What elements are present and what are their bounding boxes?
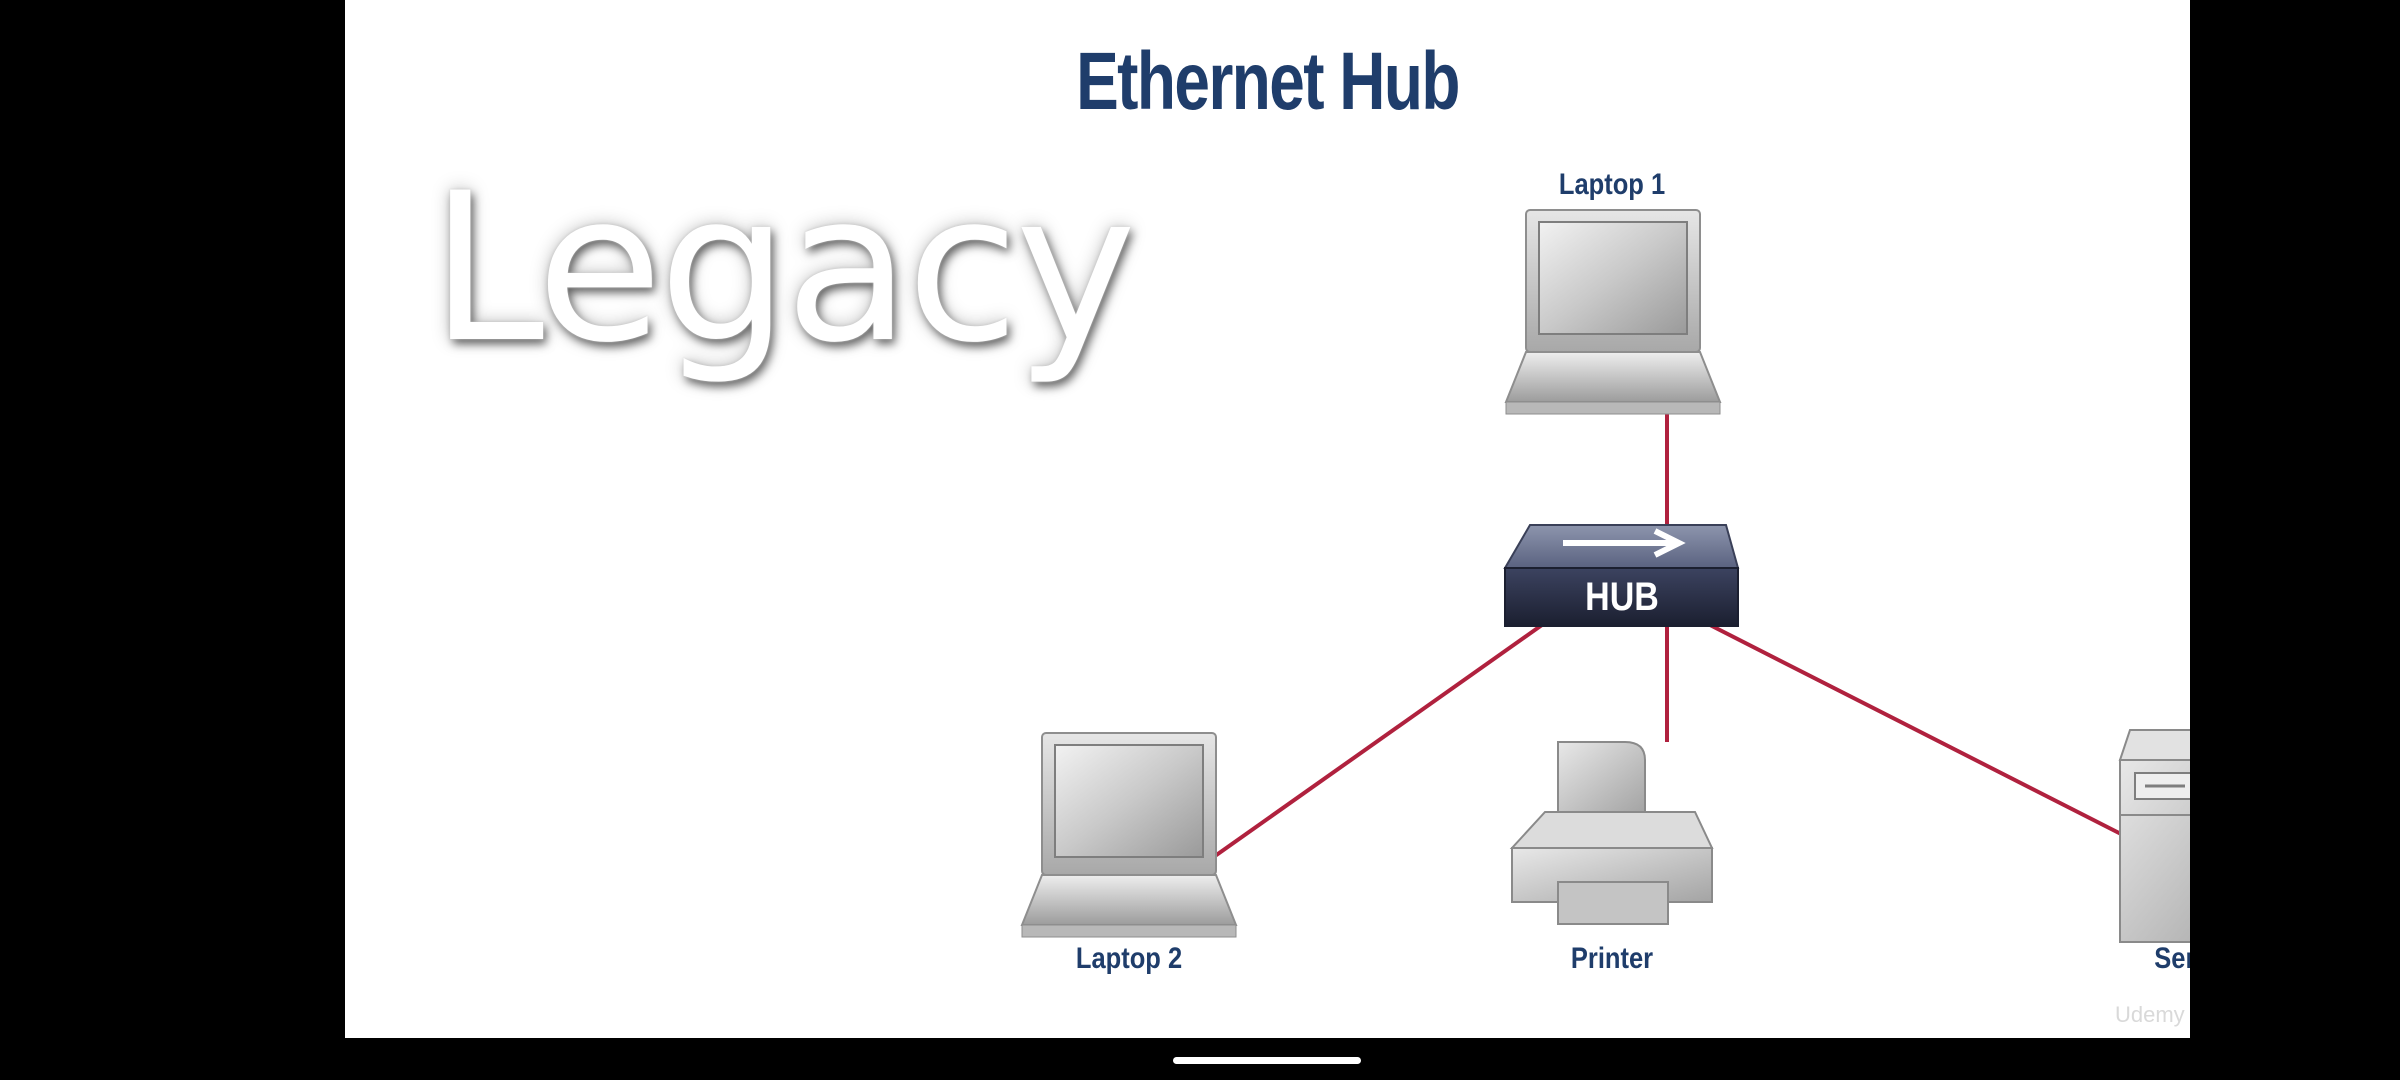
laptop2-icon[interactable] (1020, 732, 1238, 938)
laptop1-label: Laptop 1 (1558, 168, 1666, 201)
arrow-right-icon (1563, 528, 1686, 558)
printer-icon[interactable] (1509, 741, 1714, 925)
hub-icon[interactable] (1503, 524, 1740, 627)
laptop2-label: Laptop 2 (1075, 942, 1183, 975)
slide-title: Ethernet Hub (1076, 36, 1460, 127)
laptop1-icon[interactable] (1504, 209, 1722, 415)
udemy-watermark: Udemy (2115, 1002, 2185, 1027)
hub-label: HUB (1585, 575, 1659, 619)
link-hub-laptop2 (1196, 618, 1551, 870)
link-hub-server (1709, 623, 2124, 837)
home-indicator-bar[interactable] (1173, 1057, 1361, 1064)
slide-canvas: Ethernet Hub (345, 0, 2190, 1038)
server-icon[interactable] (2118, 729, 2190, 943)
printer-label: Printer (1570, 942, 1654, 975)
server-label: Server (2154, 942, 2190, 975)
network-diagram (1020, 209, 2190, 943)
legacy-overlay-text: Legacy (430, 150, 1137, 388)
